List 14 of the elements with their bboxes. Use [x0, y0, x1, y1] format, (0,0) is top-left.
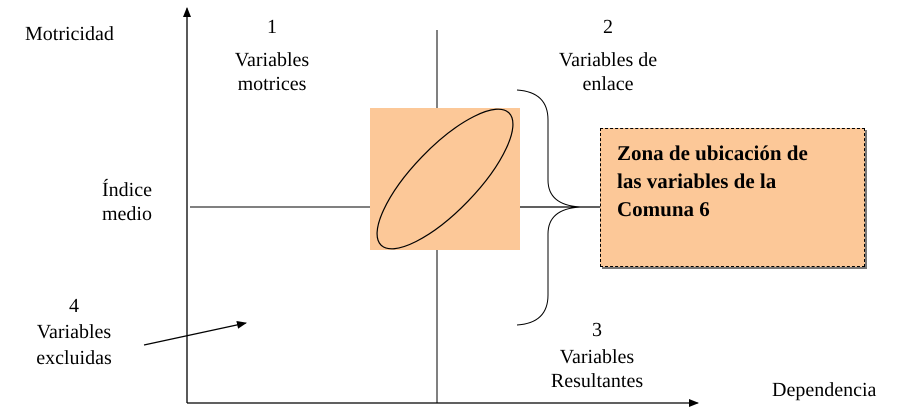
quadrant-label: 1: [266, 15, 278, 39]
quadrant-label: Variables Resultantes: [550, 345, 644, 393]
quadrant-label: Variables de enlace: [558, 48, 658, 96]
quadrant-label: 2: [602, 15, 614, 39]
quadrant-label: 3: [591, 318, 603, 342]
axis-label: Dependencia: [772, 378, 878, 402]
quadrant-label: Variables excluidas: [35, 320, 113, 371]
quadrant-label: Variables motrices: [234, 48, 310, 96]
connector-line: [520, 206, 600, 208]
quadrant-number: 4: [68, 294, 80, 319]
axis-tick-label: Índice medio: [101, 178, 152, 226]
arrow: [144, 320, 247, 346]
zone-box: Zona de ubicación de las variables de la Comuna 6: [600, 128, 865, 267]
axis-label: Motricidad: [25, 22, 115, 46]
